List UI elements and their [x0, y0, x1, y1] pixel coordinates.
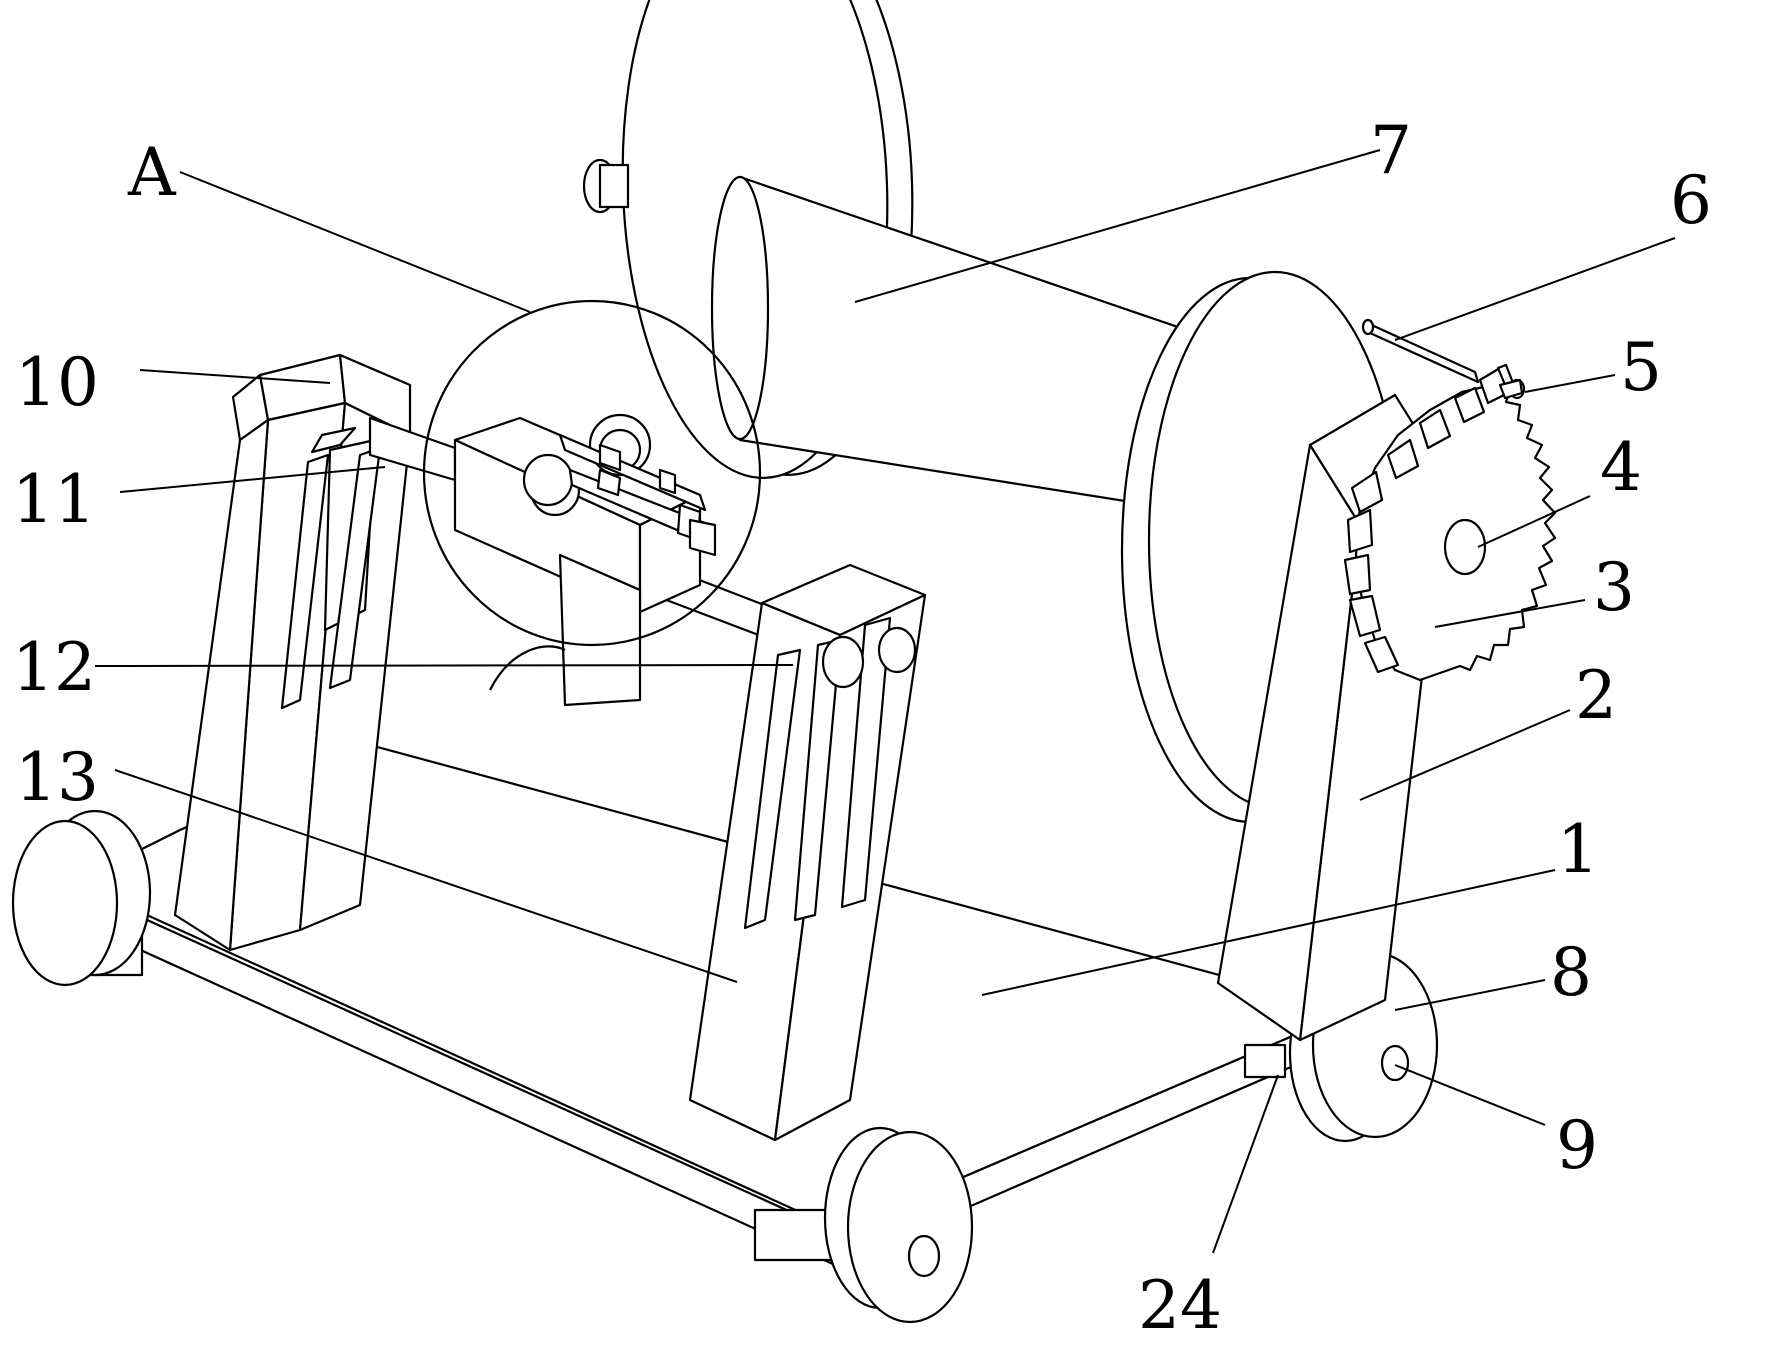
leader-4 [1477, 495, 1591, 548]
label-2: 2 [1575, 657, 1617, 734]
label-12: 12 [12, 629, 96, 706]
label-a: A [127, 134, 177, 211]
leader-10 [139, 369, 331, 384]
ratchet-gear [1343, 363, 1557, 682]
label-24: 24 [1138, 1267, 1222, 1344]
wheel-front [753, 1126, 974, 1324]
label-1: 1 [1557, 811, 1599, 888]
leader-7 [854, 149, 1381, 303]
label-8: 8 [1550, 934, 1592, 1011]
crank-shaft [1361, 318, 1480, 384]
leader-24 [1212, 1074, 1279, 1254]
wheel-back-left [11, 809, 152, 987]
label-7: 7 [1370, 112, 1412, 189]
label-6: 6 [1670, 162, 1712, 239]
detail-circle-a [422, 299, 762, 647]
label-3: 3 [1593, 549, 1635, 626]
leader-2 [1359, 709, 1571, 801]
label-13: 13 [15, 739, 99, 816]
pawl [1498, 378, 1526, 400]
front-clamp-frame [688, 563, 927, 1142]
label-5: 5 [1620, 329, 1662, 406]
leader-lines [94, 149, 1676, 1254]
leader-3 [1434, 599, 1586, 628]
leader-12 [94, 664, 794, 667]
leader-9 [1394, 1064, 1546, 1126]
leader-a [179, 171, 531, 313]
label-11: 11 [12, 461, 96, 538]
leader-8 [1394, 979, 1546, 1011]
leader-13 [114, 769, 738, 983]
clamp-mechanism [522, 413, 717, 557]
reference-labels: A 7 6 5 4 3 2 1 8 9 24 10 11 12 13 [12, 112, 1712, 1344]
leader-11 [119, 466, 386, 493]
leader-1 [981, 869, 1556, 996]
leader-6 [1394, 237, 1676, 341]
sliding-carriage [453, 416, 702, 707]
label-4: 4 [1600, 429, 1642, 506]
label-10: 10 [15, 344, 99, 421]
leader-5 [1524, 374, 1616, 393]
reel-drum [710, 175, 1247, 522]
label-9: 9 [1556, 1107, 1598, 1184]
